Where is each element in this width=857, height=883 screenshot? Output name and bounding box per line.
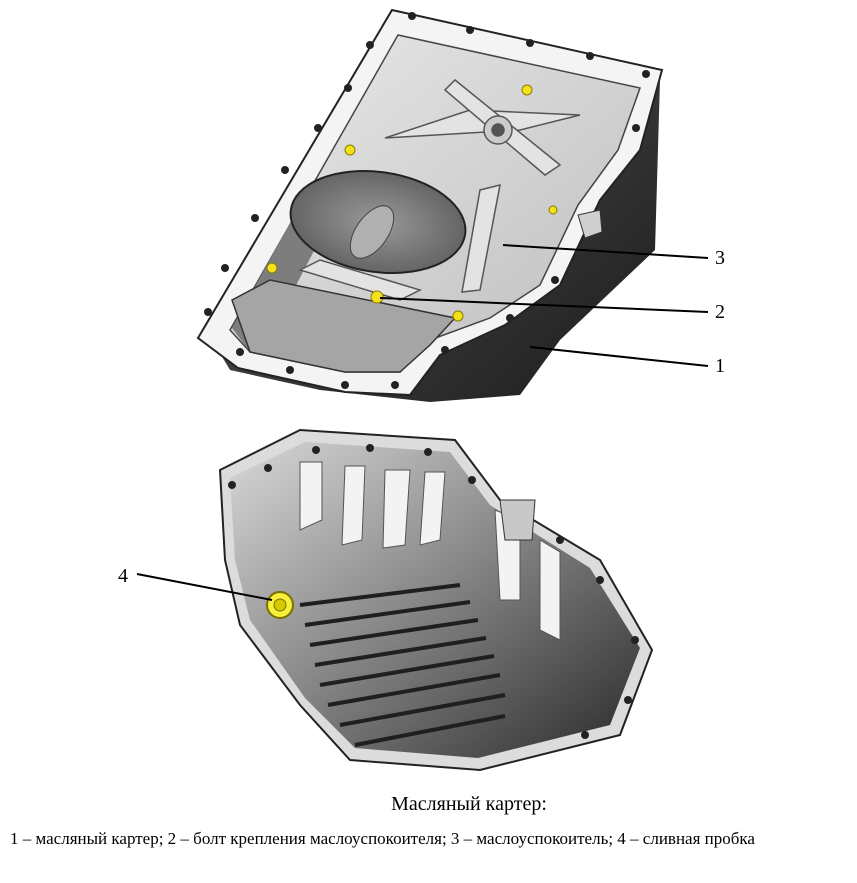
sump-well xyxy=(231,279,457,373)
callout-3: 3 xyxy=(715,247,725,269)
leader-line-3 xyxy=(502,244,709,259)
baffle-plate xyxy=(297,78,581,301)
callout-4: 4 xyxy=(118,565,128,587)
lower-flange-holes xyxy=(228,444,639,739)
pan-lower-body xyxy=(230,442,640,758)
figure-caption-title: Масляный картер: xyxy=(391,793,547,815)
leader-line-4 xyxy=(136,573,273,601)
leader-lines xyxy=(136,244,709,601)
callout-2: 2 xyxy=(715,301,725,323)
drain-plug xyxy=(266,591,294,619)
callout-1: 1 xyxy=(715,355,725,377)
flange-bolt-holes xyxy=(204,12,650,389)
oil-pan-top-view xyxy=(196,8,664,402)
figure-caption-legend: 1 – масляный картер; 2 – болт крепления … xyxy=(10,829,755,848)
oil-pan-bottom-view xyxy=(218,428,654,772)
leader-line-1 xyxy=(529,346,709,367)
leader-line-2 xyxy=(379,297,709,313)
baffle-bolts xyxy=(266,84,558,322)
wall-ribs xyxy=(299,461,561,641)
cooling-fins xyxy=(299,583,506,747)
oil-pan-illustration xyxy=(136,8,709,772)
